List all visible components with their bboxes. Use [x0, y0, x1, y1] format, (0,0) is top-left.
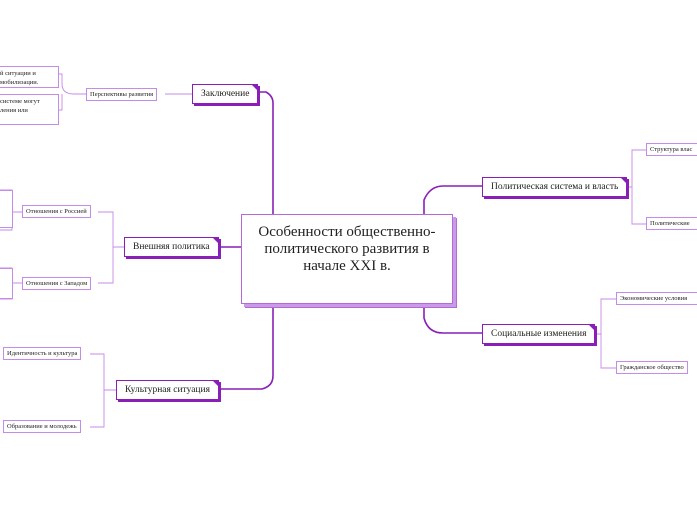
subtopic-relations-russia[interactable]: Отношения с Россией	[22, 205, 91, 218]
topic-social-changes[interactable]: Социальные изменения	[482, 324, 596, 344]
subtopic-relations-west[interactable]: Отношения с Западом	[22, 277, 92, 290]
subtopic-political[interactable]: Политические	[646, 217, 697, 230]
topic-social-changes-label: Социальные изменения	[491, 329, 587, 339]
topic-foreign-policy[interactable]: Внешняя политика	[124, 237, 219, 257]
leaf-conclusion-1[interactable]: й ситуации и мобилизации.	[0, 66, 59, 88]
subtopic-identity-culture[interactable]: Идентичность и культура	[3, 347, 82, 360]
topic-conclusion[interactable]: Заключение	[192, 84, 259, 104]
topic-corner-marker	[211, 380, 219, 387]
topic-conclusion-label: Заключение	[201, 89, 250, 99]
topic-political-system-label: Политическая система и власть	[491, 182, 619, 192]
subtopic-label: Экономические условия	[620, 295, 688, 302]
subtopic-label: Образование и молодежь	[7, 423, 77, 430]
subtopic-power-structure[interactable]: Структура влас	[646, 143, 697, 156]
leaf-west-stub[interactable]	[0, 268, 13, 299]
leaf-russia-stub[interactable]	[0, 190, 13, 228]
subtopic-label: Структура влас	[650, 146, 693, 153]
subtopic-label: Гражданское общество	[620, 364, 684, 371]
subtopic-economic-conditions[interactable]: Экономические условия	[616, 292, 697, 305]
topic-cultural-situation[interactable]: Культурная ситуация	[116, 380, 219, 400]
subtopic-label: Отношения с Россией	[26, 208, 87, 215]
subtopic-label: Отношения с Западом	[26, 280, 88, 287]
subtopic-label: Политические	[650, 220, 690, 227]
subtopic-development-prospects[interactable]: Перспективы развития	[86, 88, 158, 101]
subtopic-label: Идентичность и культура	[7, 350, 78, 357]
central-topic-label: Особенности общественно-политического ра…	[258, 224, 436, 274]
leaf-label: й ситуации и мобилизации.	[0, 70, 39, 86]
subtopic-civil-society[interactable]: Гражданское общество	[616, 361, 688, 374]
topic-cultural-situation-label: Культурная ситуация	[125, 385, 210, 395]
subtopic-label: Перспективы развития	[90, 91, 154, 98]
topic-corner-marker	[588, 324, 596, 331]
central-topic[interactable]: Особенности общественно-политического ра…	[241, 214, 453, 304]
leaf-conclusion-2[interactable]: системе могут ления или	[0, 94, 59, 125]
subtopic-education-youth[interactable]: Образование и молодежь	[3, 420, 81, 433]
topic-corner-marker	[620, 177, 628, 184]
topic-foreign-policy-label: Внешняя политика	[133, 242, 210, 252]
leaf-label: системе могут ления или	[0, 98, 40, 114]
topic-corner-marker	[251, 84, 259, 91]
topic-political-system[interactable]: Политическая система и власть	[482, 177, 628, 197]
topic-corner-marker	[211, 237, 219, 244]
